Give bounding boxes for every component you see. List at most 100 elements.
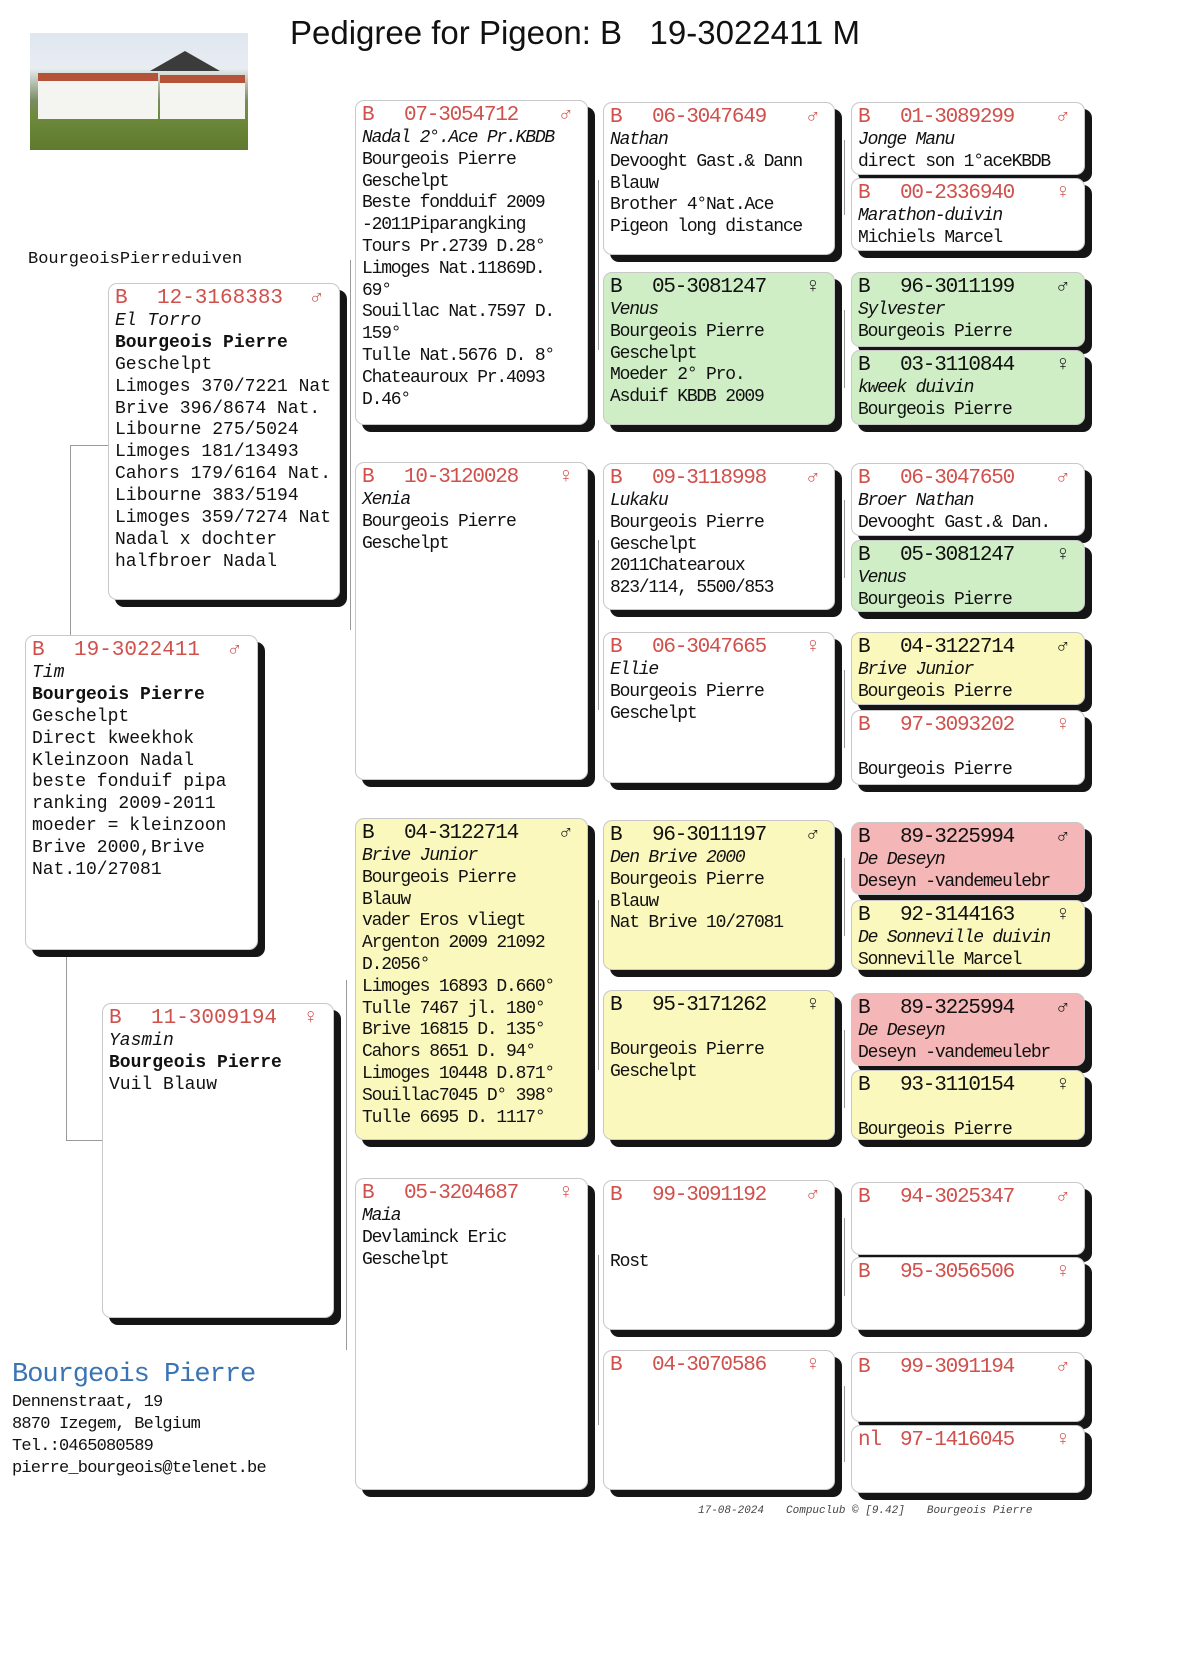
pigeon-owner: Michiels Marcel [858, 227, 1003, 248]
pigeon-note: Cahors 8651 D. 94° [362, 1042, 536, 1063]
pigeon-color [610, 1422, 828, 1444]
ring-number: 89-3225994 [900, 826, 1015, 849]
pigeon-color: Geschelpt [610, 1061, 698, 1082]
ring-number: 11-3009194 [151, 1007, 278, 1030]
pigeon-note: Libourne 275/5024 [115, 420, 299, 441]
pigeon-name [610, 1208, 828, 1230]
connector-line [70, 445, 108, 446]
connector-line [346, 980, 347, 1350]
ring-number: 06-3047650 [900, 467, 1015, 490]
female-icon: ♀ [559, 1182, 573, 1205]
pigeon-note: Tours Pr.2739 D.28° [362, 236, 546, 257]
pigeon-name: Yasmin [109, 1031, 174, 1051]
breeder-name: Bourgeois Pierre [12, 1360, 256, 1390]
pigeon-owner: Bourgeois Pierre [610, 512, 765, 533]
pigeon-name: Broer Nathan [858, 491, 974, 511]
pigeon-color: Blauw [362, 889, 411, 910]
female-icon: ♀ [806, 636, 820, 659]
male-icon: ♂ [310, 287, 323, 310]
pigeon-name [858, 1098, 1078, 1120]
ring-number: 03-3110844 [900, 354, 1015, 377]
ring-number: 05-3081247 [652, 276, 767, 299]
pigeon-owner: Bourgeois Pierre [362, 149, 517, 170]
pigeon-name: De Sonneville duivin [858, 928, 1051, 948]
pigeon-note: Limoges Nat.11869D. [362, 258, 546, 279]
female-icon: ♀ [1056, 714, 1070, 737]
pigeon-note: Brive 16815 D. 135° [362, 1020, 546, 1041]
pigeon-owner: Bourgeois Pierre [362, 867, 517, 888]
female-icon: ♀ [1056, 904, 1070, 927]
ring-number: 12-3168383 [157, 287, 284, 310]
pigeon-name: Nadal 2°.Ace Pr.KBDB [362, 128, 555, 148]
ring-number: 10-3120028 [404, 466, 519, 489]
pigeon-name [610, 1018, 828, 1040]
country-code: B [858, 276, 871, 299]
pigeon-note: Nat Brive 10/27081 [610, 913, 784, 934]
male-icon: ♂ [1056, 467, 1070, 490]
male-icon: ♂ [228, 639, 241, 662]
ring-number: 96-3011199 [900, 276, 1015, 299]
connector-line [598, 1255, 599, 1425]
pigeon-name [858, 1380, 1078, 1402]
breeder-address: Dennenstraat, 19 [12, 1393, 163, 1412]
pigeon-name: De Deseyn [858, 850, 946, 870]
pigeon-note: 69° [362, 280, 392, 301]
pigeon-owner: Bourgeois Pierre [858, 681, 1013, 702]
ring-number: 92-3144163 [900, 904, 1015, 927]
pigeon-owner: Bourgeois Pierre [858, 399, 1013, 420]
kennel-name: BourgeoisPierreduiven [28, 250, 243, 269]
pigeon-note: 2011Chatearoux [610, 556, 746, 577]
ring-number: 97-3093202 [900, 714, 1015, 737]
connector-line [844, 310, 845, 388]
pigeon-note: Direct kweekhok [32, 728, 195, 749]
ring-number: 04-3122714 [404, 822, 519, 845]
connector-line [844, 1386, 845, 1462]
connector-line [598, 900, 599, 1070]
pigeon-name: kweek duivin [858, 378, 974, 398]
male-icon: ♂ [1056, 997, 1070, 1020]
male-icon: ♂ [1056, 1356, 1070, 1379]
female-icon: ♀ [1056, 544, 1070, 567]
pigeon-name: Venus [858, 568, 907, 588]
